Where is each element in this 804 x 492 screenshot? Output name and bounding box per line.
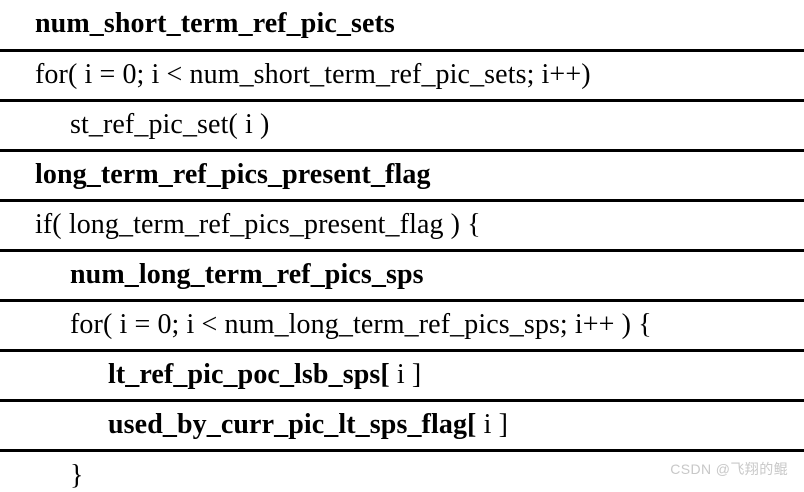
syntax-text: used_by_curr_pic_lt_sps_flag[ bbox=[108, 409, 477, 440]
csdn-watermark: CSDN @飞翔的鲲 bbox=[670, 461, 788, 477]
syntax-cell: } bbox=[0, 450, 804, 492]
syntax-statement: for( i = 0; i < num_short_term_ref_pic_s… bbox=[0, 53, 804, 97]
table-row: } bbox=[0, 450, 804, 492]
syntax-cell: num_long_term_ref_pics_sps bbox=[0, 250, 804, 302]
syntax-element-name: num_short_term_ref_pic_sets bbox=[0, 2, 804, 46]
table-row: num_long_term_ref_pics_sps bbox=[0, 250, 804, 302]
syntax-statement: for( i = 0; i < num_long_term_ref_pics_s… bbox=[0, 303, 804, 347]
table-row: for( i = 0; i < num_short_term_ref_pic_s… bbox=[0, 50, 804, 102]
syntax-cell: for( i = 0; i < num_short_term_ref_pic_s… bbox=[0, 50, 804, 102]
syntax-text: for( i = 0; i < num_long_term_ref_pics_s… bbox=[70, 309, 652, 340]
syntax-text: num_short_term_ref_pic_sets bbox=[35, 8, 395, 40]
syntax-text: lt_ref_pic_poc_lsb_sps[ bbox=[108, 359, 390, 390]
syntax-statement: st_ref_pic_set( i ) bbox=[0, 103, 804, 147]
syntax-cell: used_by_curr_pic_lt_sps_flag[ i ] bbox=[0, 400, 804, 452]
table-row: if( long_term_ref_pics_present_flag ) { bbox=[0, 200, 804, 252]
table-row: for( i = 0; i < num_long_term_ref_pics_s… bbox=[0, 300, 804, 352]
syntax-cell: num_short_term_ref_pic_sets bbox=[0, 0, 804, 52]
table-row: st_ref_pic_set( i ) bbox=[0, 100, 804, 152]
table-row: long_term_ref_pics_present_flag bbox=[0, 150, 804, 202]
syntax-cell: for( i = 0; i < num_long_term_ref_pics_s… bbox=[0, 300, 804, 352]
syntax-suffix: i ] bbox=[389, 359, 422, 390]
syntax-text: for( i = 0; i < num_short_term_ref_pic_s… bbox=[35, 59, 591, 90]
syntax-element-name: long_term_ref_pics_present_flag bbox=[0, 153, 804, 197]
syntax-text: if( long_term_ref_pics_present_flag ) { bbox=[35, 209, 481, 240]
syntax-closing-brace: } bbox=[0, 454, 804, 492]
syntax-text: num_long_term_ref_pics_sps bbox=[70, 259, 424, 290]
syntax-cell: long_term_ref_pics_present_flag bbox=[0, 150, 804, 202]
syntax-element-name: used_by_curr_pic_lt_sps_flag[ i ] bbox=[0, 403, 804, 447]
syntax-text: st_ref_pic_set( i ) bbox=[70, 109, 270, 140]
syntax-cell: st_ref_pic_set( i ) bbox=[0, 100, 804, 152]
syntax-cell: if( long_term_ref_pics_present_flag ) { bbox=[0, 200, 804, 252]
syntax-element-name: lt_ref_pic_poc_lsb_sps[ i ] bbox=[0, 353, 804, 397]
syntax-text: long_term_ref_pics_present_flag bbox=[35, 159, 431, 190]
syntax-cell: lt_ref_pic_poc_lsb_sps[ i ] bbox=[0, 350, 804, 402]
syntax-text: } bbox=[70, 459, 84, 491]
syntax-element-name: num_long_term_ref_pics_sps bbox=[0, 253, 804, 297]
table-row: used_by_curr_pic_lt_sps_flag[ i ] bbox=[0, 400, 804, 452]
table-row: num_short_term_ref_pic_sets bbox=[0, 0, 804, 52]
syntax-suffix: i ] bbox=[476, 409, 508, 440]
table-row: lt_ref_pic_poc_lsb_sps[ i ] bbox=[0, 350, 804, 402]
syntax-statement: if( long_term_ref_pics_present_flag ) { bbox=[0, 203, 804, 247]
